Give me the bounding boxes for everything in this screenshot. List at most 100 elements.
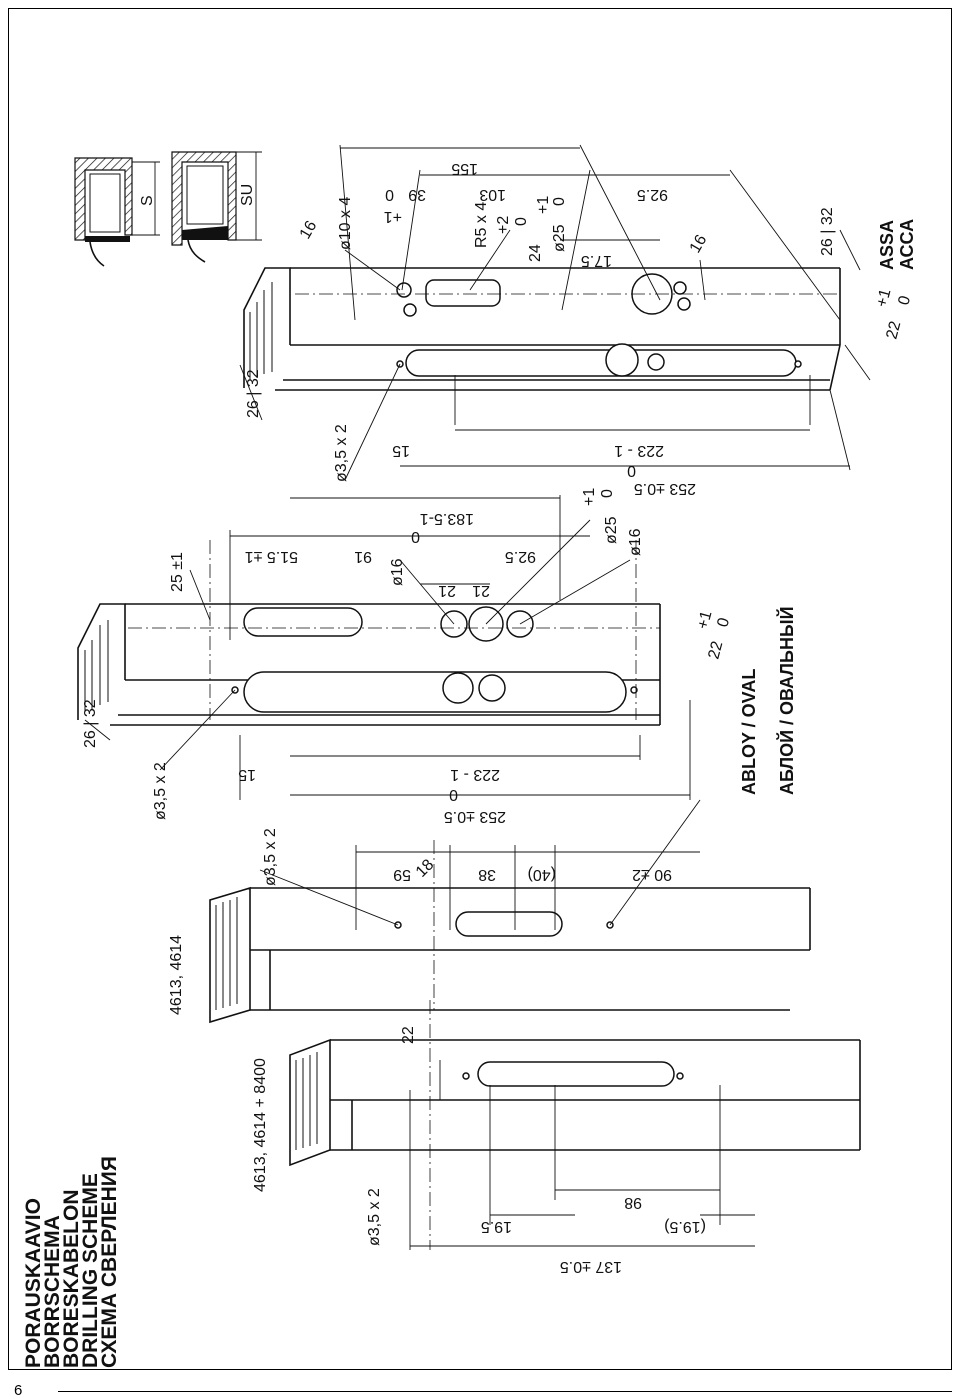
hole-25-c: ø25 — [551, 224, 568, 252]
profile-d-end-cap — [243, 267, 291, 388]
slot-r5x4: R5 x 4 — [473, 202, 490, 248]
profile-d-hole-10a — [396, 282, 412, 298]
profile-s-hatched-outline — [74, 157, 133, 241]
profile-c-shadow-16a — [442, 672, 474, 704]
dim-line — [344, 363, 401, 481]
hole-10x4: ø10 x 4 — [337, 197, 354, 250]
profile-su-inner — [186, 165, 224, 225]
dim-98: 98 — [624, 1194, 642, 1211]
title-line-4: DRILLING SCHEME — [79, 1173, 102, 1368]
dim-line — [699, 259, 706, 301]
assa-label-ru: АССА — [897, 219, 917, 270]
page-frame — [8, 8, 952, 1370]
dim-22-c-tol-plus: +1 — [873, 287, 894, 309]
dim-137: 137 ±0.5 — [560, 1258, 622, 1275]
dim-line — [84, 719, 111, 741]
title-line-2: BORRSCHEMA — [41, 1215, 64, 1368]
dim-155: 155 — [451, 160, 478, 177]
dim-line — [579, 144, 661, 301]
dim-39: 39 — [408, 186, 426, 203]
profile-c-screw-hole-2 — [630, 686, 638, 694]
dim-92-5-b: 92.5 — [637, 186, 668, 203]
dim-223-b: 223 - 1 — [614, 442, 664, 459]
profile-d-right-end — [829, 268, 841, 391]
dim-26-32-a: 26 | 32 — [82, 699, 99, 748]
dim-223-b-tol: 0 — [627, 462, 636, 479]
hole-16-b: ø16 — [627, 528, 644, 556]
profile-b — [209, 840, 811, 1024]
profile-s-lip — [89, 241, 105, 267]
hole-3-5x2-b: ø3,5 x 2 — [262, 828, 279, 886]
title-block: PORAUSKAAVIO BORRSCHEMA BORESKABELON DRI… — [22, 1156, 121, 1368]
dim-line — [259, 869, 399, 926]
dim-22-c-tol-zero: 0 — [895, 294, 914, 307]
title-line-3: BORESKABELON — [60, 1189, 83, 1368]
dim-line — [839, 229, 861, 271]
dim-line — [189, 569, 211, 621]
model-label-b: 4613, 4614 — [168, 935, 185, 1015]
profile-d-body — [275, 267, 840, 391]
dim-51-5: 51.5 ±1 — [245, 548, 298, 565]
dim-40: (40) — [528, 866, 556, 883]
profile-su-seal — [182, 226, 228, 240]
profile-b-body — [250, 887, 810, 1011]
dim-line — [519, 559, 631, 625]
dim-15-b: 15 — [392, 442, 410, 459]
profile-a-oval-slot — [477, 1061, 675, 1087]
dim-line — [561, 169, 591, 311]
hole-25-a: ø25 — [603, 516, 620, 544]
title-line-5: СХЕМА СВЕРЛЕНИЯ — [98, 1156, 121, 1368]
dim-24-tol-plus: +2 — [495, 216, 512, 234]
dim-24-tol-zero: 0 — [513, 217, 530, 226]
dim-line — [729, 169, 841, 321]
profile-section-s: S — [74, 157, 160, 267]
dim-line — [401, 169, 421, 291]
dim-line — [609, 799, 701, 926]
profile-d-r5-slot — [425, 279, 501, 307]
profile-c-top-slot — [243, 607, 363, 637]
profile-c-shadow-25 — [478, 674, 506, 702]
profile-a-screw-hole-2 — [676, 1072, 684, 1080]
profile-a-ribs — [295, 1052, 318, 1150]
model-label-a: 4613, 4614 + 8400 — [252, 1058, 269, 1192]
profile-d-dimensions: 16 ø10 x 4 39 0 +1 155 103 R5 x 4 24 +2 … — [239, 144, 914, 497]
dim-line — [844, 344, 871, 381]
dim-21-a: 21 — [438, 582, 456, 599]
profile-c-dimensions: ø3,5 x 2 26 | 32 25 ±1 15 223 - 1 0 253 … — [82, 488, 733, 825]
dim-25: 25 ±1 — [169, 552, 186, 592]
dim-91: 91 — [354, 548, 372, 565]
dim-21-b: 21 — [472, 582, 490, 599]
profile-c — [77, 540, 661, 726]
profile-d-oval-slot — [405, 349, 797, 377]
dim-line — [399, 559, 455, 625]
hole-25-a-tol-zero: 0 — [599, 489, 616, 498]
profile-d-hole-10d — [677, 297, 691, 311]
dim-223-a-tol: 0 — [449, 786, 458, 803]
dim-90: 90 ±2 — [632, 866, 672, 883]
dim-line — [829, 389, 851, 471]
footer-rule — [58, 1391, 952, 1392]
dim-183-5-tol: 0 — [411, 528, 420, 545]
dim-38: 38 — [478, 866, 496, 883]
profile-c-oval-slot — [243, 671, 627, 713]
dim-26-32-c: 26 | 32 — [819, 207, 836, 256]
dim-line — [469, 229, 511, 291]
hole-3-5x2-d: ø3,5 x 2 — [333, 424, 350, 482]
dim-19-5-ref: (19.5) — [664, 1218, 706, 1235]
hole-25-c-tol-plus: +1 — [535, 196, 552, 214]
profile-c-end-cap — [77, 603, 126, 720]
dim-17-5: 17.5 — [581, 252, 612, 269]
dim-103: 103 — [479, 186, 506, 203]
dim-22-c: 22 — [883, 319, 904, 341]
dim-19-5: 19.5 — [481, 1218, 512, 1235]
profile-s-inner — [89, 173, 121, 233]
page-number: 6 — [14, 1382, 23, 1399]
dim-line — [485, 519, 591, 625]
profile-b-oval-slot — [455, 911, 563, 937]
dim-253-b: 253 ±0.5 — [634, 480, 696, 497]
profile-d-shadow-25 — [605, 343, 639, 377]
profile-su-lip — [187, 239, 206, 263]
profile-b-ribs — [215, 897, 238, 1010]
dim-22-b-tol-plus: +1 — [694, 609, 715, 631]
